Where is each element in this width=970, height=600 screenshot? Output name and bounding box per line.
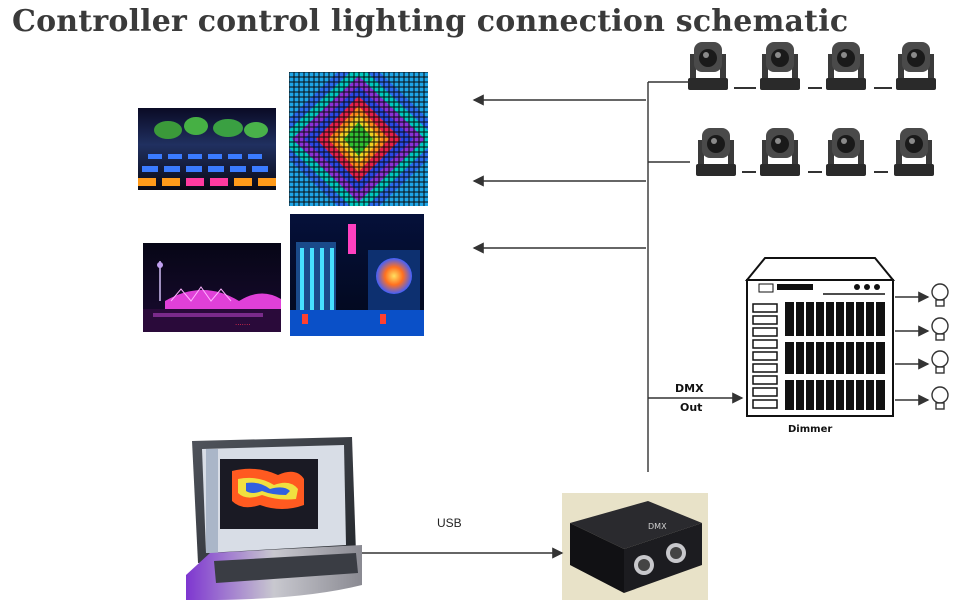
plaza-night-photo [138,108,276,190]
dmx-label: DMX [675,382,704,395]
light-bulbs [931,283,949,410]
led-matrix-panel [289,72,428,206]
dimmer-pack [745,256,895,418]
dimmer-label: Dimmer [788,424,833,435]
usb-label: USB [437,516,462,530]
bridge-night-photo: ······· [143,243,281,332]
usb-dmx-interface: DMX [562,493,708,600]
building-facade-photo [290,214,424,336]
diagram-title: Controller control lighting connection s… [12,4,849,39]
svg-text:·······: ······· [235,321,251,329]
svg-text:DMX: DMX [648,522,667,531]
out-label: Out [680,401,703,414]
laptop-computer [186,435,362,600]
moving-head-fixtures [682,36,946,208]
